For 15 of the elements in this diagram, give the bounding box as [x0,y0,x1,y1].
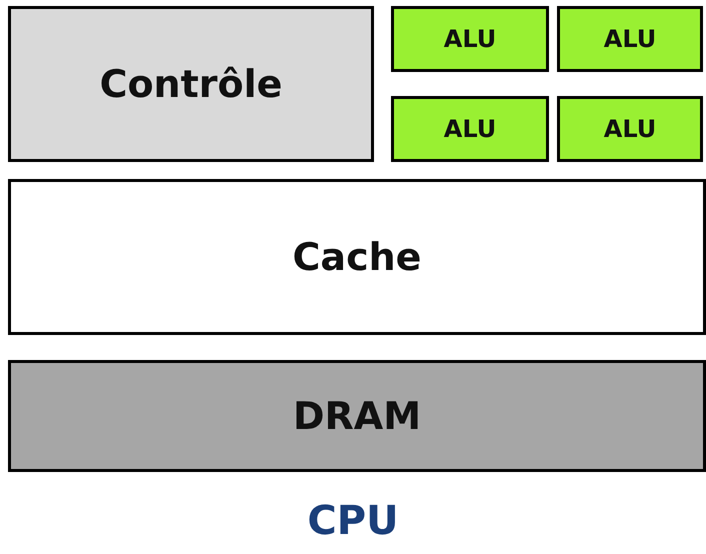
alu-box [391,96,549,162]
alu-box [391,6,549,72]
box-label: ALU [604,115,656,143]
caption: CPU [306,498,400,544]
box-label: DRAM [292,394,422,438]
box-label: ALU [604,25,656,53]
alu-box [557,6,703,72]
box-label: ALU [444,115,496,143]
dram-box [8,360,706,472]
box-label: Contrôle [100,62,282,106]
control-box [8,6,374,162]
cache-box [8,179,706,335]
alu-box [557,96,703,162]
box-label: ALU [444,25,496,53]
box-label: Cache [292,235,422,279]
